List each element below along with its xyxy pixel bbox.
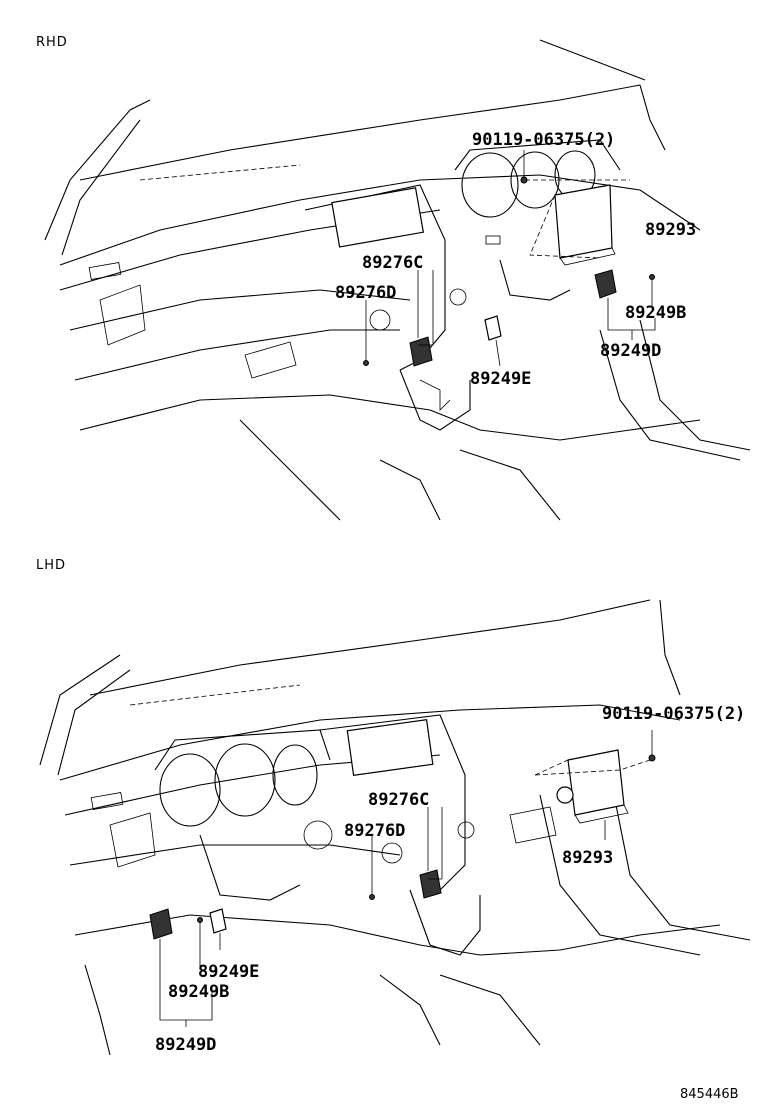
rhd-label-sensor-e: 89249E bbox=[470, 369, 531, 389]
lhd-label-controller: 89293 bbox=[562, 848, 613, 868]
rhd-section-title: RHD bbox=[36, 35, 68, 50]
lhd-panel: LHD 90119-063 bbox=[0, 545, 760, 1065]
lhd-windshield-edge bbox=[89, 599, 651, 696]
figure-reference-code: 845446B bbox=[680, 1087, 739, 1102]
rhd-gauge-left-icon bbox=[461, 152, 519, 218]
lhd-clip-icon bbox=[197, 917, 203, 923]
rhd-label-sensor-b: 89249B bbox=[625, 303, 686, 323]
rhd-label-sensor-d: 89249D bbox=[600, 341, 661, 361]
rhd-diagram: RHD bbox=[36, 35, 751, 521]
lhd-shifter-console bbox=[409, 889, 481, 956]
rhd-windshield-edge bbox=[79, 84, 641, 181]
lhd-label-bolt: 90119-06375(2) bbox=[602, 704, 745, 724]
rhd-display-icon bbox=[331, 187, 425, 248]
lhd-label-switch-c: 89276C bbox=[368, 790, 429, 810]
rhd-label-switch-c: 89276C bbox=[362, 253, 423, 273]
rhd-label-controller: 89293 bbox=[645, 220, 696, 240]
lhd-controller-icon bbox=[567, 749, 625, 816]
rhd-bolt-icon bbox=[520, 176, 528, 184]
lhd-sensor-e-icon bbox=[209, 908, 227, 934]
lhd-controller-connector-icon bbox=[556, 786, 574, 804]
rhd-switch-icon bbox=[409, 336, 433, 367]
lhd-label-sensor-d: 89249D bbox=[155, 1035, 216, 1055]
lhd-gauge-right-icon bbox=[272, 744, 318, 806]
rhd-dash-top bbox=[59, 174, 701, 266]
rhd-knob-icon bbox=[369, 309, 391, 331]
lhd-label-sensor-e: 89249E bbox=[198, 962, 259, 982]
lhd-gauge-mid-icon bbox=[214, 743, 276, 817]
lhd-left-vent-icon bbox=[90, 792, 124, 810]
rhd-controller-icon bbox=[554, 184, 613, 259]
lhd-a-pillar bbox=[39, 654, 121, 766]
lhd-dash-top bbox=[59, 704, 681, 781]
lhd-diagram: LHD 90119-063 bbox=[36, 558, 751, 1056]
rhd-clip-icon bbox=[649, 274, 655, 280]
rhd-left-vent-icon bbox=[88, 262, 122, 280]
lhd-sensor-b-icon bbox=[149, 908, 173, 940]
rhd-sensor-e-icon bbox=[484, 315, 502, 341]
rhd-label-switch-d: 89276D bbox=[335, 283, 396, 303]
rhd-sensor-b-icon bbox=[594, 269, 617, 299]
lhd-switch-icon bbox=[419, 869, 442, 899]
lhd-center-stack bbox=[319, 714, 466, 891]
lhd-label-sensor-b: 89249B bbox=[168, 982, 229, 1002]
lhd-bolt-icon bbox=[648, 754, 656, 762]
lhd-display-icon bbox=[346, 718, 434, 777]
lhd-label-switch-d: 89276D bbox=[344, 821, 405, 841]
lhd-knob-icon bbox=[381, 842, 403, 864]
lhd-section-title: LHD bbox=[36, 558, 66, 573]
lhd-gauge-left-icon bbox=[159, 753, 221, 827]
rhd-panel: RHD bbox=[0, 0, 760, 545]
rhd-glovebox-handle-icon bbox=[244, 341, 297, 379]
rhd-label-bolt: 90119-06375(2) bbox=[472, 130, 615, 150]
rhd-shifter-console bbox=[399, 369, 471, 431]
rhd-a-pillar bbox=[44, 99, 151, 241]
